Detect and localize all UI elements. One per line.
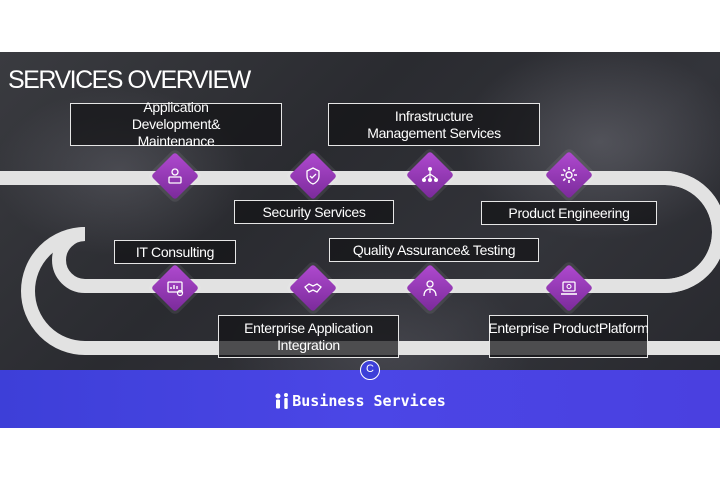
service-qa-label: Quality Assurance& Testing (352, 241, 516, 258)
node-app-dev (150, 151, 200, 201)
service-infra: Infrastructure Management Services (328, 103, 540, 146)
service-product-eng-label: Product Engineering (508, 204, 630, 221)
copyright-icon: C (360, 360, 380, 380)
gear-icon (561, 167, 577, 183)
service-enterprise-platform: Enterprise ProductPlatform (488, 315, 649, 358)
service-app-dev-label: Application Development& Maintenance (131, 99, 221, 149)
service-app-dev: Application Development& Maintenance (70, 99, 282, 149)
node-enterprise-platform (544, 263, 594, 313)
dashboard-icon (167, 281, 184, 297)
network-icon (422, 167, 438, 182)
node-product-eng (544, 150, 594, 200)
service-enterprise-integration-label: Enterprise Application Integration (244, 319, 373, 353)
footer-banner: Business Services (0, 370, 720, 428)
copyright-symbol: C (366, 363, 374, 375)
people-logo-icon (274, 392, 290, 414)
service-product-eng: Product Engineering (481, 201, 657, 225)
service-qa: Quality Assurance& Testing (329, 238, 539, 262)
service-security: Security Services (234, 200, 394, 224)
road-path (0, 171, 720, 355)
node-qa (405, 263, 455, 313)
service-security-label: Security Services (262, 203, 366, 220)
shield-icon (306, 167, 320, 185)
node-infra (405, 150, 455, 200)
service-enterprise-integration: Enterprise Application Integration (218, 315, 399, 358)
handshake-icon (304, 283, 322, 293)
service-infra-label: Infrastructure Management Services (367, 107, 501, 141)
node-security (288, 151, 338, 201)
service-it-consulting: IT Consulting (114, 240, 236, 264)
node-it-consulting (150, 263, 200, 313)
service-it-consulting-label: IT Consulting (135, 243, 215, 260)
developer-icon (168, 168, 182, 184)
slide-title: SERVICES OVERVIEW (8, 66, 251, 94)
footer-brand[interactable]: Business Services (0, 392, 720, 414)
services-slide: SERVICES OVERVIEW Application Developmen… (0, 52, 720, 370)
consultant-icon (423, 280, 437, 297)
footer-brand-label: Business Services (292, 392, 446, 410)
node-enterprise-integration (288, 263, 338, 313)
service-enterprise-platform-label: Enterprise ProductPlatform (488, 320, 649, 336)
laptop-icon (561, 281, 577, 295)
